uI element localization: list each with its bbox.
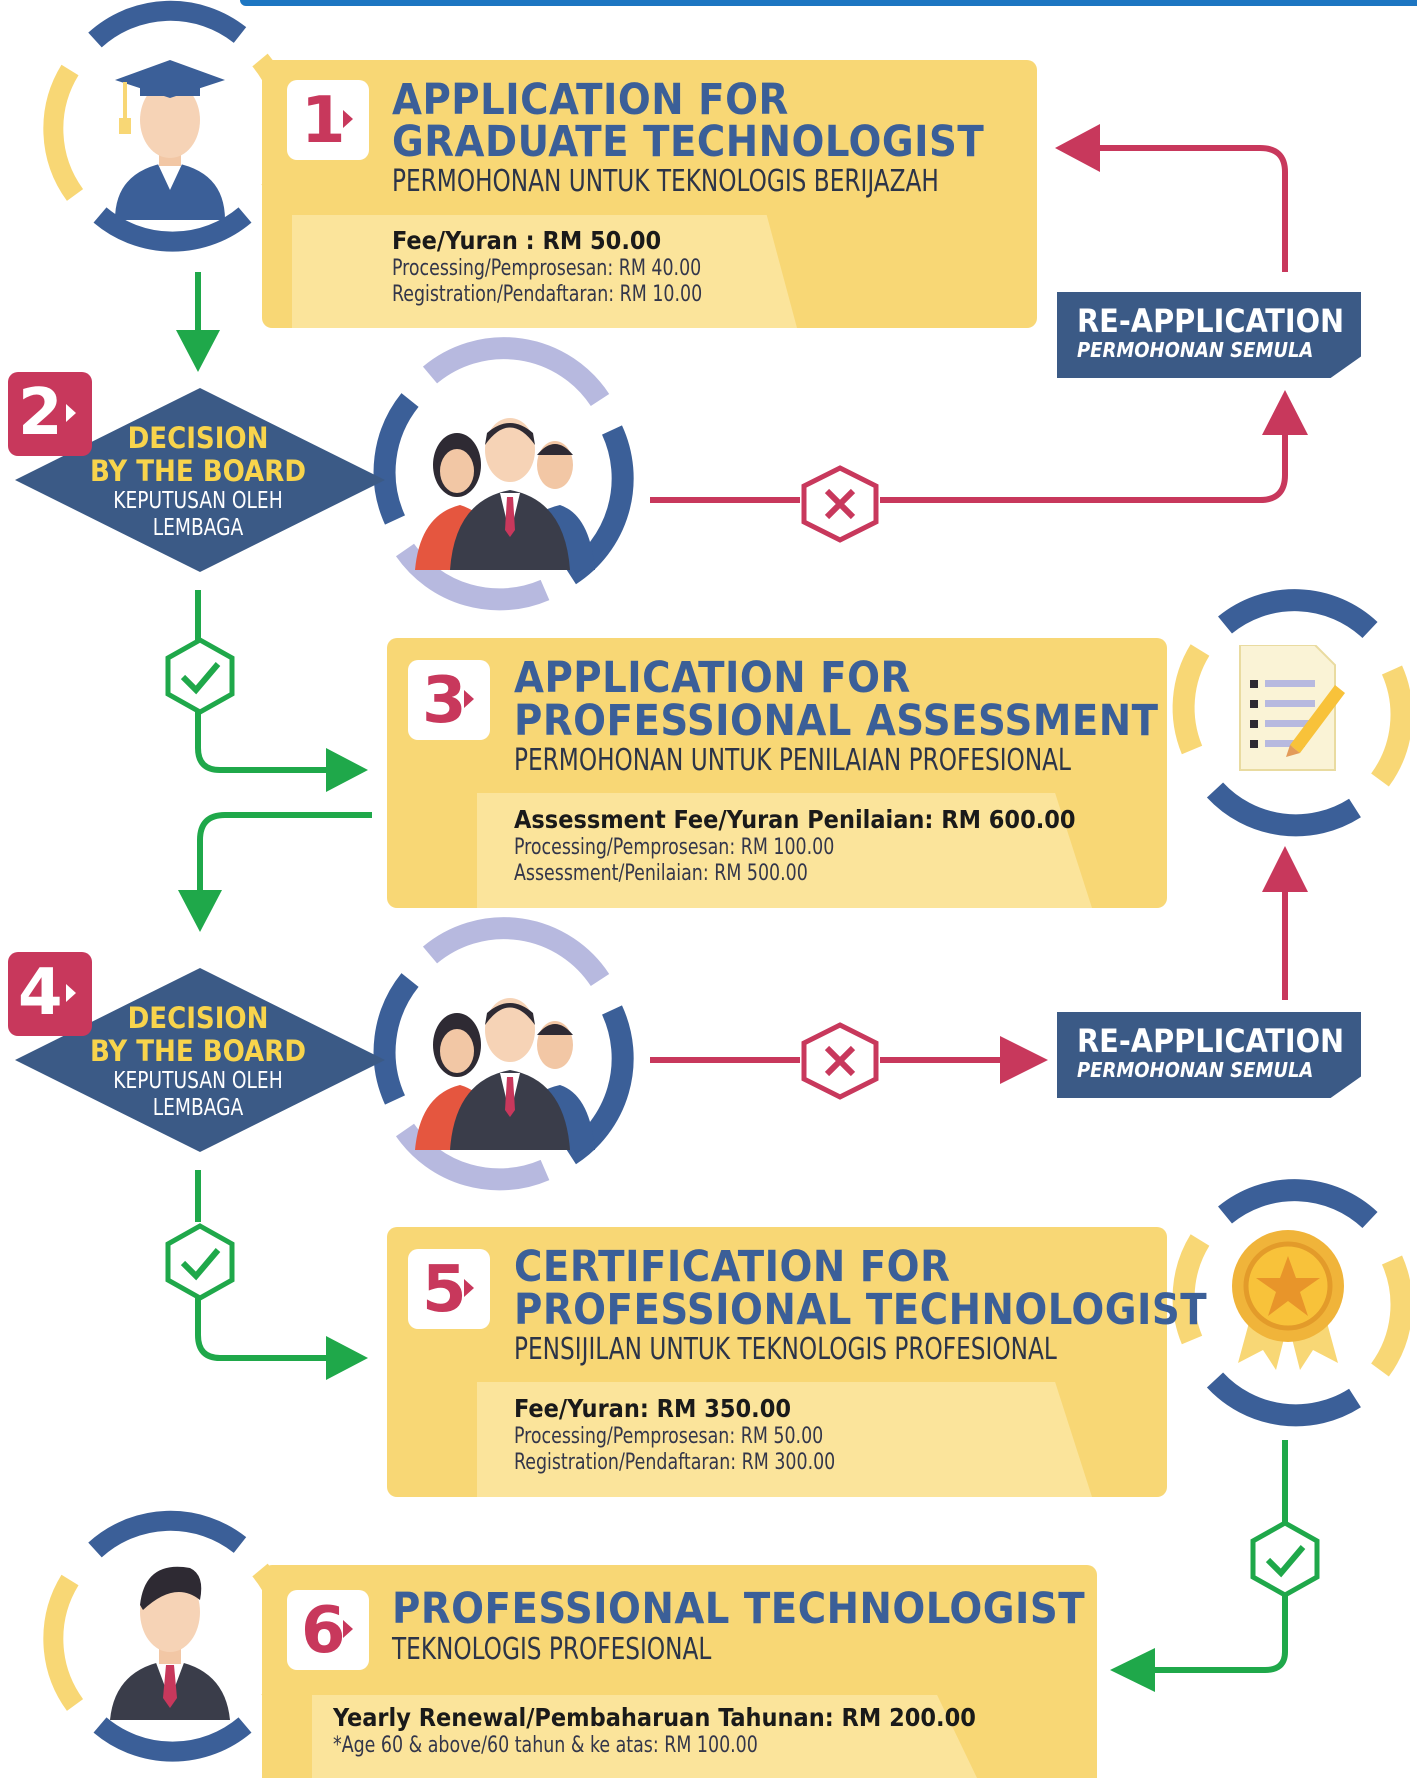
reapplication-box-2: RE-APPLICATION PERMOHONAN SEMULA: [1057, 1012, 1361, 1098]
chevron-right-icon: [464, 1279, 474, 1297]
chevron-right-icon: [66, 404, 76, 422]
step-1-subtitle: PERMOHONAN UNTUK TEKNOLOGIS BERIJAZAH: [392, 164, 939, 199]
step-6-fee-main: Yearly Renewal/Pembaharuan Tahunan: RM 2…: [333, 1703, 976, 1732]
step-1-number: 1: [287, 80, 369, 160]
decision-diamond-1: [15, 388, 385, 572]
reapplication-title: RE-APPLICATION: [1077, 302, 1345, 340]
step-5-subtitle: PENSIJILAN UNTUK TEKNOLOGIS PROFESIONAL: [514, 1332, 1057, 1367]
step-6-subtitle: TEKNOLOGIS PROFESIONAL: [392, 1632, 712, 1667]
decision-title: BY THE BOARD: [89, 454, 307, 488]
step-1-fee-line: Processing/Pemprosesan: RM 40.00: [392, 256, 702, 281]
step-1-fee-box: [292, 215, 797, 328]
decision-subtitle: LEMBAGA: [152, 1095, 244, 1121]
step-6-title: PROFESSIONAL TECHNOLOGIST: [392, 1584, 1086, 1634]
decision-title: DECISION: [127, 1001, 269, 1035]
step-5-fee-line: Processing/Pemprosesan: RM 50.00: [514, 1424, 824, 1449]
check-hexagon-icon: [165, 1223, 235, 1301]
step-2-decision-text: DECISION BY THE BOARD KEPUTUSAN OLEH LEM…: [68, 422, 328, 542]
cross-hexagon-icon: [801, 1022, 879, 1100]
step-3-title: PROFESSIONAL ASSESSMENT: [514, 696, 1159, 746]
step-5-title: CERTIFICATION FOR: [514, 1242, 951, 1292]
step-3-fee-main: Assessment Fee/Yuran Penilaian: RM 600.0…: [514, 805, 1076, 834]
step-3-title: APPLICATION FOR: [514, 653, 911, 703]
graduate-avatar-icon: [115, 60, 225, 220]
step-3-fee-line: Assessment/Penilaian: RM 500.00: [514, 861, 808, 886]
step-3-fee-box: [477, 793, 1092, 908]
step-3-subtitle: PERMOHONAN UNTUK PENILAIAN PROFESIONAL: [514, 743, 1071, 778]
reapplication-box-1: RE-APPLICATION PERMOHONAN SEMULA: [1057, 292, 1361, 378]
decision-subtitle: KEPUTUSAN OLEH: [113, 1068, 283, 1094]
reject-arrowheads: [1000, 124, 1308, 1084]
step-1-title: APPLICATION FOR: [392, 75, 789, 125]
check-hexagon-icon: [165, 637, 235, 715]
step-1-fee-main: Fee/Yuran : RM 50.00: [392, 226, 662, 255]
step-3-fee-line: Processing/Pemprosesan: RM 100.00: [514, 835, 835, 860]
chevron-right-icon: [343, 1620, 353, 1638]
step-6-panel: [262, 1565, 1097, 1778]
professional-avatar-icon: [110, 1566, 230, 1720]
step-1-fee-line: Registration/Pendaftaran: RM 10.00: [392, 282, 703, 307]
step-6-fee-box: [312, 1695, 977, 1778]
step-3-panel: [387, 638, 1167, 908]
award-medal-icon: [1232, 1230, 1344, 1370]
step-5-fee-line: Registration/Pendaftaran: RM 300.00: [514, 1450, 836, 1475]
chevron-right-icon: [66, 984, 76, 1002]
step-3-number: 3: [408, 660, 490, 740]
step-6-fee-line: *Age 60 & above/60 tahun & ke atas: RM 1…: [333, 1733, 758, 1758]
step-5-fee-main: Fee/Yuran: RM 350.00: [514, 1394, 792, 1423]
board-members-icon: [415, 998, 595, 1150]
decision-subtitle: LEMBAGA: [152, 515, 244, 541]
step-5-fee-box: [477, 1382, 1092, 1497]
reapplication-title: RE-APPLICATION: [1077, 1022, 1345, 1060]
decision-diamond-2: [15, 968, 385, 1152]
step-2-number: 2: [8, 372, 92, 456]
step-5-number: 5: [408, 1249, 490, 1329]
reject-flow-lines: [650, 145, 1288, 1063]
step-1-title: GRADUATE TECHNOLOGIST: [392, 117, 985, 167]
decision-title: BY THE BOARD: [89, 1034, 307, 1068]
top-bar: [240, 0, 1417, 6]
decision-title: DECISION: [127, 421, 269, 455]
chevron-right-icon: [343, 110, 353, 128]
board-members-icon: [415, 418, 595, 570]
approve-flow-lines: [195, 272, 1288, 1673]
check-hexagon-icon: [1250, 1520, 1320, 1598]
reapplication-subtitle: PERMOHONAN SEMULA: [1077, 1058, 1314, 1082]
chevron-right-icon: [464, 690, 474, 708]
approve-arrowheads: [176, 330, 1155, 1692]
reapplication-subtitle: PERMOHONAN SEMULA: [1077, 338, 1314, 362]
document-checklist-icon: [1239, 645, 1345, 771]
step-6-number: 6: [287, 1590, 369, 1670]
step-4-decision-text: DECISION BY THE BOARD KEPUTUSAN OLEH LEM…: [68, 1002, 328, 1122]
step-1-panel: [262, 60, 1037, 328]
step-5-title: PROFESSIONAL TECHNOLOGIST: [514, 1285, 1208, 1335]
cross-hexagon-icon: [801, 465, 879, 543]
decision-subtitle: KEPUTUSAN OLEH: [113, 488, 283, 514]
step-5-panel: [387, 1227, 1167, 1497]
step-4-number: 4: [8, 952, 92, 1036]
